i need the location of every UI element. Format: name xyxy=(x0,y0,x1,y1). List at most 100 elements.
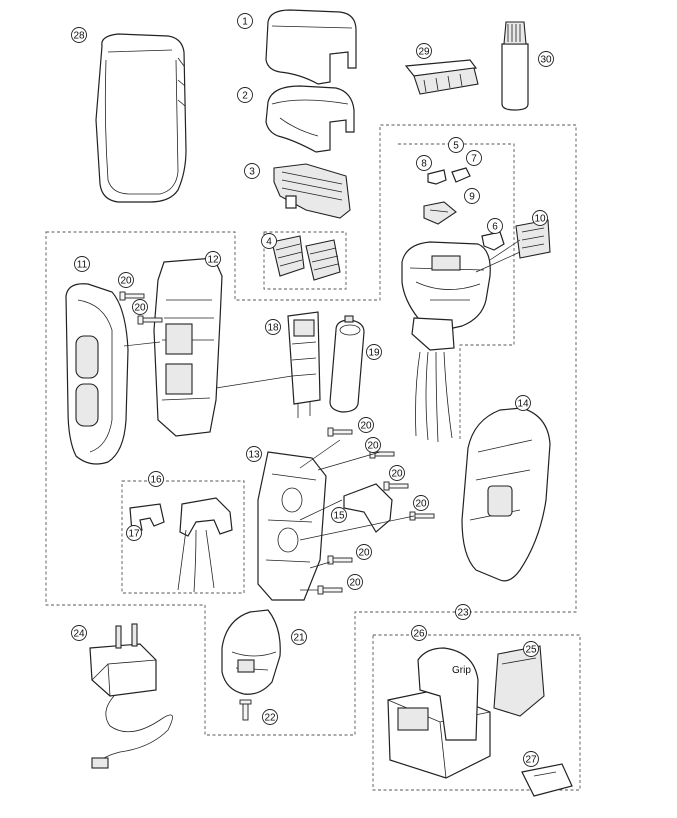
callout-c11: 11 xyxy=(74,256,90,272)
callout-label: 25 xyxy=(525,645,537,656)
callout-circle xyxy=(413,495,429,511)
group-outline-charger xyxy=(372,634,581,791)
callout-circle xyxy=(205,251,221,267)
callout-label: 20 xyxy=(367,441,379,452)
body-case-right xyxy=(461,407,551,582)
group-outline-4 xyxy=(263,231,347,290)
body-case-left xyxy=(65,283,129,465)
callout-circle xyxy=(358,417,374,433)
screw-20-b xyxy=(137,315,163,325)
callout-c7: 7 xyxy=(466,150,482,166)
bottom-cover xyxy=(221,609,281,695)
callout-c17: 17 xyxy=(126,525,142,541)
callout-circle xyxy=(389,465,405,481)
callout-c4: 4 xyxy=(261,233,277,249)
stand-cap xyxy=(521,763,573,797)
callout-label: 6 xyxy=(492,222,498,233)
callout-circle xyxy=(448,137,464,153)
callout-circle xyxy=(532,210,548,226)
callout-label: 18 xyxy=(267,323,279,334)
callout-c23: 23 xyxy=(455,604,471,620)
callout-circle xyxy=(246,446,262,462)
callout-c8: 8 xyxy=(416,155,432,171)
callout-circle xyxy=(71,27,87,43)
callout-label: 27 xyxy=(525,755,537,766)
callout-circle xyxy=(74,256,90,272)
callout-label: 11 xyxy=(77,260,88,271)
callout-c14: 14 xyxy=(515,395,531,411)
group-outline-5 xyxy=(398,143,515,440)
callout-label: 7 xyxy=(471,154,477,165)
circuit-board xyxy=(287,311,321,418)
main-chassis xyxy=(153,257,223,437)
switch-part xyxy=(343,483,393,533)
callout-label: 17 xyxy=(128,529,140,540)
callout-circle xyxy=(487,218,503,234)
callout-circle xyxy=(416,155,432,171)
callout-circle xyxy=(265,319,281,335)
callout-label: 30 xyxy=(540,55,552,66)
callout-circle xyxy=(118,272,134,288)
callout-c30: 30 xyxy=(538,51,554,67)
callout-c16: 16 xyxy=(148,471,164,487)
screw-20-c xyxy=(327,427,353,437)
callout-c20b: 20 xyxy=(132,299,148,315)
group-outline-main xyxy=(45,124,577,736)
callout-c1: 1 xyxy=(237,13,253,29)
callout-circle xyxy=(416,43,432,59)
leader-lines xyxy=(123,239,521,591)
callout-c20d: 20 xyxy=(365,437,381,453)
callout-circle xyxy=(466,150,482,166)
charger-brand-text: Grip xyxy=(452,665,471,676)
callout-circle xyxy=(515,395,531,411)
callout-circle xyxy=(464,188,480,204)
callout-c24: 24 xyxy=(71,625,87,641)
callout-label: 3 xyxy=(249,167,255,178)
callout-c15: 15 xyxy=(331,507,347,523)
callout-label: 16 xyxy=(150,475,162,486)
callout-c29: 29 xyxy=(416,43,432,59)
callout-circle xyxy=(244,163,260,179)
callout-c21: 21 xyxy=(291,629,307,645)
callout-circle xyxy=(261,233,277,249)
callout-label: 5 xyxy=(453,141,459,152)
outer-foil-frame xyxy=(265,85,355,153)
callout-c20h: 20 xyxy=(347,574,363,590)
callout-label: 2 xyxy=(242,91,248,102)
callout-c13: 13 xyxy=(246,446,262,462)
callout-circle xyxy=(411,625,427,641)
callout-c28: 28 xyxy=(71,27,87,43)
callout-label: 24 xyxy=(73,629,85,640)
callout-label: 20 xyxy=(415,499,427,510)
callout-label: 19 xyxy=(368,348,380,359)
inner-frame xyxy=(257,451,327,601)
callout-circle xyxy=(126,525,142,541)
callout-c6: 6 xyxy=(487,218,503,234)
callout-c27: 27 xyxy=(523,751,539,767)
callout-label: 20 xyxy=(358,548,370,559)
callout-c10: 10 xyxy=(532,210,548,226)
callout-label: 20 xyxy=(360,421,372,432)
callout-c19: 19 xyxy=(366,344,382,360)
screw-20-g xyxy=(327,555,353,565)
callout-c9: 9 xyxy=(464,188,480,204)
callout-label: 21 xyxy=(293,633,305,644)
protective-cap xyxy=(265,9,357,85)
callout-c12: 12 xyxy=(205,251,221,267)
callout-label: 28 xyxy=(73,31,85,42)
callout-c25: 25 xyxy=(523,641,539,657)
screw-22 xyxy=(239,699,252,721)
callout-circle xyxy=(538,51,554,67)
callout-circle xyxy=(523,751,539,767)
screw-20-h xyxy=(317,585,343,595)
callout-c20c: 20 xyxy=(358,417,374,433)
travel-pouch xyxy=(95,33,187,203)
callout-label: 20 xyxy=(349,578,361,589)
callout-label: 15 xyxy=(333,511,345,522)
callout-c3: 3 xyxy=(244,163,260,179)
callout-label: 20 xyxy=(120,276,132,287)
callout-label: 13 xyxy=(248,450,260,461)
battery xyxy=(329,315,365,413)
callout-c22: 22 xyxy=(262,709,278,725)
